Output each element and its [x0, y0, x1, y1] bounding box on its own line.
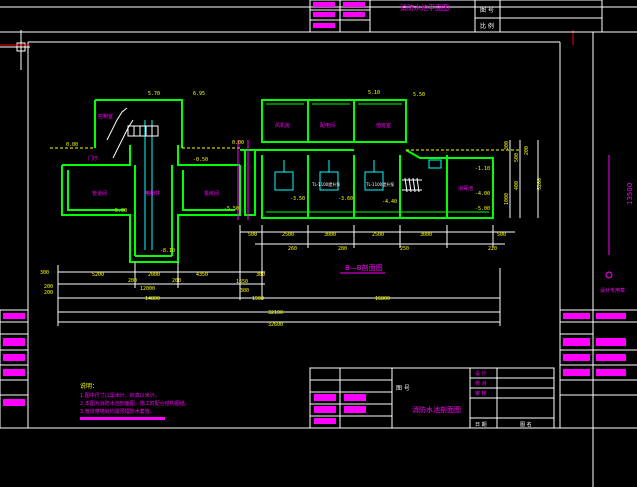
- right-strip: [559, 309, 637, 429]
- dim-t1-1: 12000: [140, 286, 155, 292]
- screen-grille-icon: [402, 177, 422, 193]
- right-stamp-text: 设计专用章: [600, 287, 625, 294]
- elev-right-b: -4.00: [475, 191, 490, 197]
- bottom-title-block: [309, 367, 555, 429]
- dim-l2-0: 200: [44, 284, 53, 290]
- elevation-marks: 5.70 6.95 5.10 5.50 0.00 -0.50 0.00 -5.0…: [66, 90, 490, 254]
- elev-roof-left-b: 6.95: [193, 91, 205, 97]
- elev-water-a: -3.50: [290, 196, 305, 202]
- dim-v-2: 200: [524, 146, 530, 155]
- dim-t2-1: 1500: [252, 296, 264, 302]
- right-stamp: 设计专用章: [600, 271, 625, 294]
- dim-t1-0: 200: [44, 290, 53, 296]
- elev-water-c: -4.40: [382, 199, 397, 205]
- left-strip-fills: [3, 313, 25, 406]
- dim-r1-0: 500: [248, 232, 257, 238]
- top-title-block: [309, 0, 603, 33]
- dim-r1-5: 500: [497, 232, 506, 238]
- dim-v-0: 300: [504, 141, 510, 150]
- dim-v-3: 400: [514, 181, 520, 190]
- title-block-field-2: 校 对: [475, 380, 487, 387]
- dimension-text: 500 2500 3000 2500 3000 500 260 280 250 …: [40, 141, 543, 328]
- notes-title: 说明：: [80, 382, 98, 390]
- equipment: [144, 120, 442, 250]
- elev-roof-right-b: 5.50: [413, 92, 425, 98]
- dim-r1-2: 3000: [324, 232, 336, 238]
- elev-floor-left: -5.00: [112, 208, 127, 214]
- note-3: 3.管道穿墙处均需预埋防水套管。: [80, 408, 155, 415]
- dim-v-1: 500: [514, 153, 520, 162]
- room-label-r6: 风机房: [275, 122, 290, 129]
- title-block-field-4: 日 期: [475, 422, 487, 428]
- room-label-r2: 门厅: [88, 155, 98, 162]
- top-block-label-b: 比 例: [480, 22, 494, 30]
- right-strip-fills: [563, 313, 626, 376]
- left-strip: [0, 309, 29, 429]
- dim-r1-4: 3000: [420, 232, 432, 238]
- dim-r2-3: 220: [488, 246, 497, 252]
- dim-l1-0: 300: [40, 270, 49, 276]
- notes: 说明： 1.图中尺寸以毫米计，标高以米计。 2.本图为消防水池剖面图，施工时配合…: [80, 382, 190, 420]
- stair-icon: [106, 107, 159, 159]
- dim-l1-1: 5200: [92, 272, 104, 278]
- room-label-r9: 消毒池: [458, 185, 473, 192]
- elev-floor-pit: -8.10: [160, 248, 175, 254]
- section-structure: [61, 99, 494, 263]
- dim-v-5: 1000: [504, 193, 510, 205]
- top-block-label-a: 图 号: [480, 7, 494, 14]
- room-label-r8: 值班室: [376, 122, 391, 129]
- title-block-drawing-name: 消防水池剖面图: [412, 405, 461, 414]
- room-label-r7: 配电间: [320, 122, 335, 129]
- dim-l1-4: 300: [256, 272, 265, 278]
- room-label-r5: 泵房间: [204, 190, 219, 197]
- note-1: 1.图中尺寸以毫米计，标高以米计。: [80, 392, 160, 399]
- dim-r2-1: 280: [338, 246, 347, 252]
- dim-t2-2: 16800: [375, 296, 390, 302]
- elev-ground-left: 0.00: [66, 142, 78, 148]
- dim-total-4: 32600: [268, 322, 283, 328]
- dim-t2-0: 14800: [145, 296, 160, 302]
- elev-ground-right: 0.00: [232, 140, 244, 146]
- title-block-label-b: 图 名: [520, 421, 532, 428]
- dim-total-3: 32100: [268, 310, 283, 316]
- note-2: 2.本图为消防水池剖面图，施工时配合结构图纸。: [80, 400, 190, 407]
- title-block-field-1: 设 计: [475, 370, 487, 377]
- room-label-r4: 格栅井: [145, 190, 160, 197]
- dim-t1-2: 300: [240, 288, 249, 294]
- top-block-title: 消防水池平面图: [400, 3, 449, 12]
- dim-l2-2: 200: [172, 278, 181, 284]
- elev-right-c: -5.00: [475, 206, 490, 212]
- dim-l1-3: 4350: [196, 272, 208, 278]
- top-block-fills: [313, 2, 365, 28]
- crosshair-cursor-icon: [0, 30, 30, 70]
- room-label-r3: 管道间: [92, 190, 107, 197]
- dim-r2-2: 250: [400, 246, 409, 252]
- elev-floor-mid: -5.50: [224, 206, 239, 212]
- section-title: B—B剖面图: [345, 263, 383, 272]
- bottom-block-fills: [314, 394, 366, 424]
- equipment-label-e1: TL-1100提升泵: [311, 181, 340, 187]
- dim-l1-2: 2000: [148, 272, 160, 278]
- dimension-lines: [57, 140, 539, 326]
- dim-l2-3: 1650: [236, 279, 248, 285]
- elev-water-b: -3.60: [338, 196, 353, 202]
- dim-r1-1: 2500: [282, 232, 294, 238]
- equipment-label-e2: TL-1100提升泵: [365, 181, 394, 187]
- dim-r1-3: 2500: [372, 232, 384, 238]
- ground-line: [50, 147, 520, 151]
- elev-right-a: -1.10: [475, 166, 490, 172]
- dim-r2-0: 260: [288, 246, 297, 252]
- elev-roof-right-a: 5.10: [368, 90, 380, 96]
- title-block-label-a: 图 号: [396, 385, 410, 392]
- title-block-field-3: 审 核: [475, 390, 487, 397]
- elev-ground-mid: -0.50: [193, 157, 208, 163]
- right-vertical-dim: 13500: [626, 183, 634, 205]
- room-label-r1: 控制室: [98, 113, 113, 120]
- dim-v-4: 5200: [537, 178, 543, 190]
- pipe-risers: [237, 140, 249, 220]
- elev-roof-left: 5.70: [148, 91, 160, 97]
- dim-l2-1: 200: [128, 278, 137, 284]
